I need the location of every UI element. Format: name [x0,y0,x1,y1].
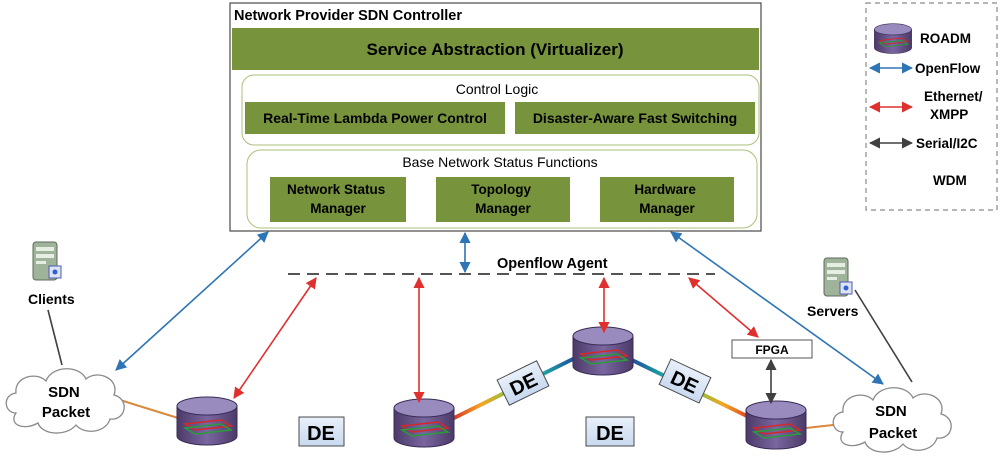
clients-label: Clients [28,291,75,307]
servers-label: Servers [807,303,859,319]
legend-roadm-label: ROADM [920,31,971,46]
topology-manager-label: Topology Manager [471,182,535,216]
roadm-node-2 [393,398,455,448]
clients-server-icon [32,241,62,281]
control-logic-title: Control Logic [456,81,539,97]
de-box-3: DE [496,360,550,406]
legend-serial-label: Serial/I2C [916,136,978,151]
service-abstraction-label: Service Abstraction (Virtualizer) [367,40,624,59]
roadm-icon [873,23,913,54]
roadm-node-1 [176,396,238,446]
network-status-manager-label: Network Status Manager [287,182,389,216]
legend-wdm-label: WDM [933,173,967,188]
fiber-cloud-left [119,399,179,419]
openflow-link-right [670,231,884,385]
base-functions-title: Base Network Status Functions [402,154,597,170]
svg-text:DE: DE [307,423,335,445]
lambda-power-control-label: Real-Time Lambda Power Control [263,110,487,126]
ethernet-link-roadm1 [233,277,317,399]
servers-link [854,289,913,383]
fast-switching-module [515,102,755,134]
fast-switching-label: Disaster-Aware Fast Switching [533,110,737,126]
topology-manager-module [436,177,570,222]
sdn-packet-cloud-left: SDN Packet [5,368,125,434]
svg-text:SDN Packet: SDN Packet [42,384,90,421]
de-box-1: DE [298,416,345,447]
openflow-agent-label: Openflow Agent [497,256,608,272]
fpga-label: FPGA [755,343,789,357]
roadm-node-3 [572,326,634,376]
legend-ethernet-label: Ethernet/ XMPP [924,89,986,122]
svg-text:SDN Packet: SDN Packet [869,403,917,442]
controller-title: Network Provider SDN Controller [234,8,462,24]
sdn-packet-cloud-right: SDN Packet [832,387,952,453]
clients-link [47,309,63,366]
openflow-link-left [115,231,269,371]
svg-text:DE: DE [596,423,624,445]
service-abstraction-banner [232,28,759,70]
de-box-2: DE [585,416,635,447]
legend-openflow-label: OpenFlow [915,61,981,76]
roadm-node-4 [745,400,807,450]
hardware-manager-label: Hardware Manager [634,182,699,216]
lambda-power-control-module [245,102,505,134]
network-status-manager-module [270,177,406,222]
servers-server-icon [823,257,853,297]
hardware-manager-module [600,177,734,222]
